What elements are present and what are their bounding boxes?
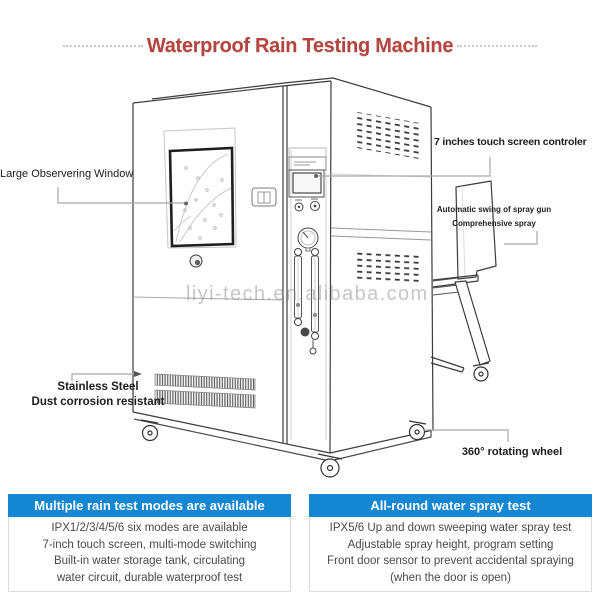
caster-wheels bbox=[140, 362, 490, 478]
info-box-rain-modes-header: Multiple rain test modes are available bbox=[8, 494, 291, 517]
machine-illustration bbox=[57, 77, 538, 478]
info-line: (when the door is open) bbox=[390, 571, 511, 584]
callout-spray-line2: Comprehensive spray bbox=[452, 219, 536, 228]
leader-lines bbox=[57, 157, 538, 442]
title-rule-right bbox=[457, 45, 538, 47]
callout-spray-gun: Automatic swing of spray gun Comprehensi… bbox=[405, 203, 583, 231]
info-box-spray-test: All-round water spray test IPX5/6 Up and… bbox=[309, 494, 592, 592]
info-line: Front door sensor to prevent accidental … bbox=[327, 555, 574, 567]
door-handle bbox=[251, 187, 277, 207]
caster-wheel-stand bbox=[472, 362, 490, 382]
info-line: 7-inch touch screen, multi-mode switchin… bbox=[42, 538, 257, 551]
vent-grille-front bbox=[154, 373, 256, 409]
touch-screen bbox=[288, 169, 325, 198]
caster-wheel-right bbox=[408, 420, 427, 441]
caster-wheel-left bbox=[140, 419, 159, 442]
callout-steel-line2: Dust corrosion resistant bbox=[31, 396, 165, 408]
vent-grille-side-bottom bbox=[356, 250, 419, 284]
flow-meter-right bbox=[300, 248, 319, 355]
info-line: Built-in water storage tank, circulating bbox=[53, 555, 246, 567]
info-box-spray-test-body: IPX5/6 Up and down sweeping water spray … bbox=[309, 517, 592, 592]
title-rule-left bbox=[62, 45, 143, 47]
info-line: IPX5/6 Up and down sweeping water spray … bbox=[329, 522, 572, 534]
callout-steel-line1: Stainless Steel bbox=[57, 381, 139, 393]
stand-legs bbox=[430, 274, 491, 373]
callout-stainless-steel: Stainless Steel Dust corrosion resistant bbox=[18, 380, 178, 410]
info-line: water circuit, durable waterproof test bbox=[56, 571, 243, 584]
info-box-spray-test-header: All-round water spray test bbox=[309, 494, 592, 517]
info-box-rain-modes: Multiple rain test modes are available I… bbox=[8, 494, 291, 592]
info-box-rain-modes-body: IPX1/2/3/4/5/6 six modes are available 7… bbox=[8, 517, 291, 592]
observation-window bbox=[163, 127, 237, 249]
pressure-gauge bbox=[297, 227, 319, 252]
door-latch bbox=[189, 254, 203, 268]
callout-spray-line1: Automatic swing of spray gun bbox=[436, 205, 552, 214]
callout-rotating-wheel: 360° rotating wheel bbox=[461, 446, 563, 458]
spray-gun-assembly bbox=[430, 180, 497, 373]
callout-observation-window: Large Observering Window bbox=[0, 168, 134, 180]
window-water-streaks bbox=[173, 153, 232, 243]
callout-touch-screen: 7 inches touch screen controler bbox=[434, 136, 587, 148]
control-knobs bbox=[294, 198, 320, 212]
feature-boxes: Multiple rain test modes are available I… bbox=[0, 494, 600, 592]
title-row: Waterproof Rain Testing Machine bbox=[0, 30, 600, 62]
info-line: Adjustable spray height, program setting bbox=[347, 538, 554, 551]
flow-meter-left bbox=[294, 248, 302, 326]
window-droplets bbox=[183, 166, 224, 240]
control-panel bbox=[288, 147, 327, 440]
info-line: IPX1/2/3/4/5/6 six modes are available bbox=[51, 522, 248, 534]
vent-grille-side-top bbox=[355, 111, 421, 160]
caster-wheel-front bbox=[317, 453, 343, 478]
page-title: Waterproof Rain Testing Machine bbox=[146, 34, 454, 57]
